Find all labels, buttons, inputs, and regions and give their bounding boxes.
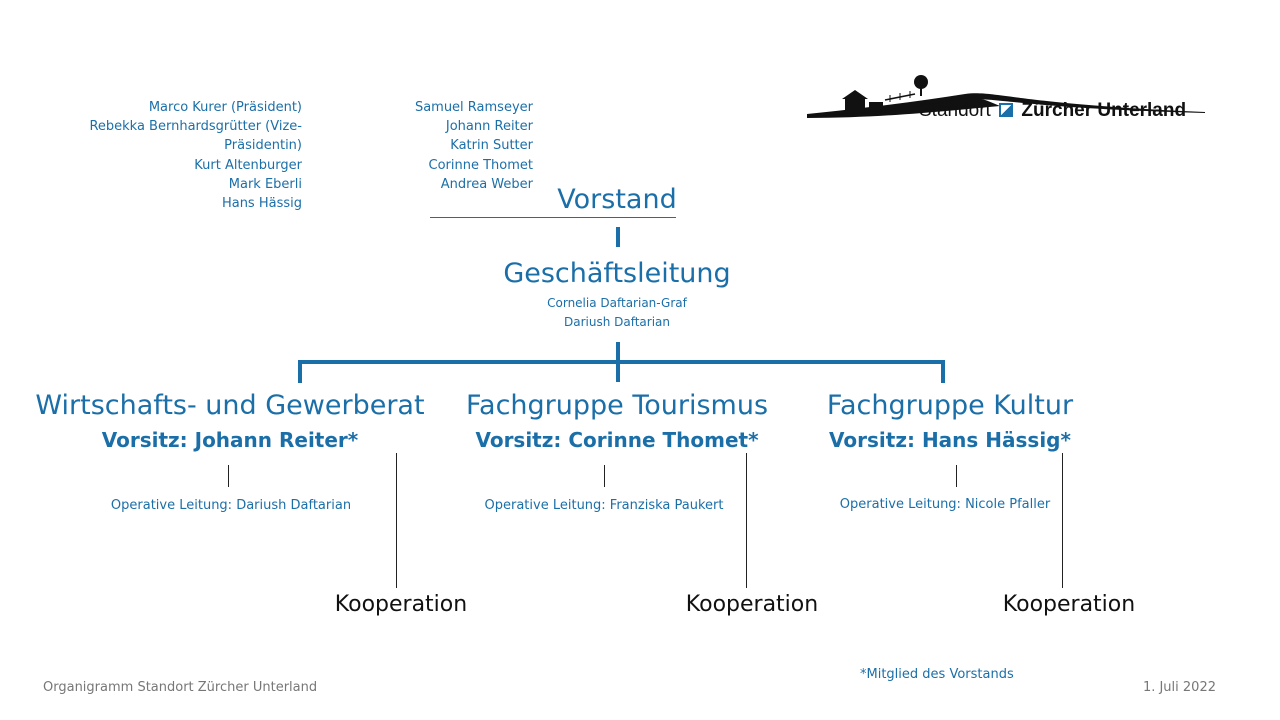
- group-chair-tourismus: Vorsitz: Corinne Thomet*: [475, 428, 759, 452]
- gl-members: Cornelia Daftarian-Graf Dariush Daftaria…: [472, 294, 762, 332]
- connector-horizontal: [298, 360, 945, 364]
- group-chair-wirtschaft: Vorsitz: Johann Reiter*: [101, 428, 359, 452]
- vorstand-member: Andrea Weber: [440, 176, 533, 192]
- group-cooperation-wirtschaft: Kooperation: [334, 592, 468, 617]
- group-operative-tourismus: Operative Leitung: Franziska Paukert: [484, 498, 724, 513]
- connector-drop-right: [941, 360, 945, 383]
- group-line-operative-tourismus: [604, 465, 605, 487]
- group-cooperation-kultur: Kooperation: [1002, 592, 1136, 617]
- group-line-operative-kultur: [956, 465, 957, 487]
- vorstand-member: Mark Eberli: [228, 176, 302, 192]
- connector-drop-left: [298, 360, 302, 383]
- group-cooperation-tourismus: Kooperation: [685, 592, 819, 617]
- group-title-kultur: Fachgruppe Kultur: [826, 390, 1074, 421]
- logo-landscape-icon: [807, 75, 1205, 118]
- gl-title: Geschäftsleitung: [503, 258, 731, 289]
- vorstand-underline: [430, 217, 676, 218]
- vorstand-members-right: Samuel Ramseyer Johann Reiter Katrin Sut…: [333, 98, 533, 194]
- footer-date: 1. Juli 2022: [1142, 680, 1216, 695]
- group-line-operative-wirtschaft: [228, 465, 229, 487]
- vorstand-member: Präsidentin): [224, 138, 302, 154]
- group-line-cooperation-tourismus: [746, 453, 747, 588]
- vorstand-member: Marco Kurer (Präsident): [148, 100, 302, 115]
- footer-title: Organigramm Standort Zürcher Unterland: [43, 680, 318, 695]
- group-operative-kultur: Operative Leitung: Nicole Pfaller: [839, 497, 1051, 512]
- logo: Standort Zürcher Unterland: [805, 72, 1205, 124]
- vorstand-member: Samuel Ramseyer: [414, 100, 533, 115]
- vorstand-title: Vorstand: [557, 184, 677, 215]
- gl-member: Dariush Daftarian: [563, 315, 671, 329]
- vorstand-members-left: Marco Kurer (Präsident) Rebekka Bernhard…: [62, 98, 302, 213]
- group-chair-kultur: Vorsitz: Hans Hässig*: [829, 428, 1071, 452]
- vorstand-member: Johann Reiter: [445, 119, 533, 135]
- gl-member: Cornelia Daftarian-Graf: [547, 296, 687, 310]
- vorstand-member: Corinne Thomet: [428, 157, 534, 173]
- logo-name-part2: Zürcher Unterland: [1021, 100, 1187, 121]
- vorstand-member: Katrin Sutter: [450, 138, 533, 154]
- group-operative-wirtschaft: Operative Leitung: Dariush Daftarian: [110, 498, 352, 513]
- vorstand-member: Rebekka Bernhardsgrütter (Vize-: [89, 119, 302, 135]
- group-line-cooperation-kultur: [1062, 453, 1063, 588]
- footnote: *Mitglied des Vorstands: [860, 667, 1014, 682]
- group-title-tourismus: Fachgruppe Tourismus: [465, 390, 769, 421]
- logo-name-part1: Standort: [919, 100, 991, 121]
- connector-vorstand-gl: [616, 227, 620, 247]
- logo-square-icon: [999, 103, 1014, 117]
- group-line-cooperation-wirtschaft: [396, 453, 397, 588]
- vorstand-member: Hans Hässig: [221, 196, 302, 212]
- group-title-wirtschaft: Wirtschafts- und Gewerberat: [35, 390, 425, 421]
- vorstand-member: Kurt Altenburger: [194, 157, 302, 173]
